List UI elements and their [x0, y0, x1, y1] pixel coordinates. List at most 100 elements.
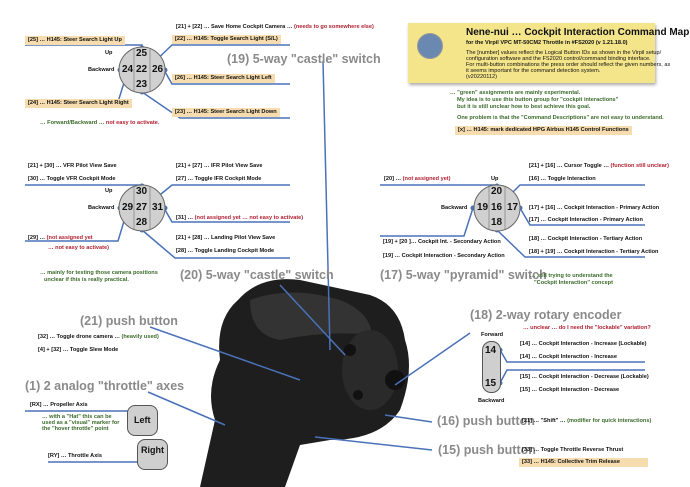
section-title: (18) 2-way rotary encoder: [470, 308, 622, 322]
mapping: [18] … Cockpit Interaction - Tertiary Ac…: [529, 236, 643, 242]
axis-label: Left: [134, 415, 151, 425]
desc-line: it seems important for the command detec…: [466, 68, 601, 74]
mapping-text: [31] …: [176, 215, 194, 221]
mapping-note: (not assigned yet): [402, 176, 451, 182]
page-title: Nene-nui … Cockpit Interaction Command M…: [466, 27, 690, 38]
mapping: [15] … Cockpit Interaction - Decrease: [520, 387, 620, 393]
button-number: 14: [485, 345, 497, 356]
mapping: [27] … Toggle IFR Cockpit Mode: [176, 176, 262, 182]
direction-label: Backward: [88, 67, 115, 73]
mapping-note: … not easy to activate): [48, 245, 109, 251]
note: … Forward/Backward … not easy to activat…: [40, 120, 159, 127]
mapping-note: (not assigned yet: [46, 235, 93, 241]
desc-line: For multi-button combinations the press …: [466, 62, 671, 68]
button-number: 26: [152, 64, 164, 75]
button-number: 19: [477, 202, 489, 213]
mapping-note: (modifier for quick interactions): [567, 418, 652, 424]
note: … "green" assignments are mainly experim…: [450, 90, 581, 96]
button-number: 22: [136, 64, 148, 75]
note-warning: not easy to activate.: [105, 120, 160, 126]
desc-line: configuration software and the FS2020 co…: [466, 56, 651, 62]
direction-label: Up: [491, 176, 499, 182]
right-axis-lever: Right: [137, 439, 168, 470]
mapping-note: (function still unclear): [610, 163, 669, 169]
button-number: 17: [507, 202, 519, 213]
mapping: [22] … H145: Toggle Search Light (S/L): [172, 35, 281, 44]
mapping: [14] … Cockpit Interaction - Increase (L…: [520, 341, 647, 347]
direction-label: Forward: [481, 332, 504, 338]
note: … with a "Hat" this can be: [42, 414, 112, 420]
info-panel: Nene-nui … Cockpit Interaction Command M…: [408, 23, 690, 83]
mapping-text: [20] …: [384, 176, 402, 182]
mapping: [16] … Toggle Interaction: [529, 176, 596, 182]
section-title: (20) 5-way "castle" switch: [180, 268, 334, 282]
throttle-controller-image: [200, 279, 409, 487]
mapping: [RY] … Throttle Axis: [48, 453, 102, 459]
mapping-text: [32] … Toggle drone camera …: [38, 334, 120, 340]
mapping: [24] … H145: Steer Search Light Right: [25, 99, 132, 108]
note: "Cockpit Interaction" concept: [534, 280, 613, 286]
mapping-text: [29] …: [28, 235, 46, 241]
button-number: 24: [122, 64, 134, 75]
desc-line: The [number] values reflect the Logical …: [466, 50, 662, 56]
mapping-text: [21] + [16] … Cursor Toggle …: [529, 163, 609, 169]
mapping: [21] + [30] … VFR Pilot View Save: [28, 163, 117, 169]
mapping: [29] … (not assigned yet: [28, 235, 93, 242]
note: … mainly for testing those camera positi…: [40, 270, 158, 276]
button-number: 29: [122, 202, 134, 213]
mapping: [26] … H145: Steer Search Light Left: [172, 74, 275, 83]
button-number: 31: [152, 202, 164, 213]
section-title: (21) push button: [80, 314, 178, 328]
mapping: [28] … Toggle Landing Cockpit Mode: [176, 248, 275, 254]
mapping: [21] + [28] … Landing Pilot View Save: [176, 235, 276, 241]
mapping: [19] + [20 ]… Cockpit Int. - Secondary A…: [383, 239, 501, 245]
button-number: 16: [491, 202, 503, 213]
mapping: [17] + [16] … Cockpit Interaction - Prim…: [529, 205, 660, 211]
mapping-note: (not assigned yet … not easy to activate…: [194, 215, 304, 221]
mapping: [21] + [22] … Save Home Cockpit Camera ……: [176, 24, 374, 31]
direction-label: Backward: [478, 398, 505, 404]
mapping-note: (needs to go somewhere else): [294, 24, 374, 30]
section-title: (17) 5-way "pyramid" switch: [380, 268, 547, 282]
button-number: 23: [136, 79, 148, 90]
section-title: (19) 5-way "castle" switch: [227, 52, 381, 66]
mapping: [31] … (not assigned yet … not easy to a…: [176, 215, 303, 222]
left-axis-lever: Left: [127, 405, 158, 436]
button-number: 18: [491, 217, 503, 228]
mapping: [33] … H145: Collective Trim Release: [519, 458, 648, 467]
button-number: 27: [136, 202, 148, 213]
section-title: (1) 2 analog "throttle" axes: [25, 379, 185, 393]
note-warning: … unclear … do I need the "lockable" var…: [523, 325, 651, 331]
button-number: 30: [136, 186, 148, 197]
section-title: (16) push button: [437, 414, 535, 428]
mapping: [RX] … Propeller Axis: [30, 402, 88, 408]
direction-label: Backward: [441, 205, 468, 211]
mapping: [33] … Toggle Throttle Reverse Thrust: [522, 447, 624, 453]
avatar: [417, 33, 443, 59]
mapping: [21] … "Shift" … (modifier for quick int…: [522, 418, 651, 425]
mapping: [17] … Cockpit Interaction - Primary Act…: [529, 217, 643, 223]
direction-label: Backward: [88, 205, 115, 211]
mapping: [4] + [32] … Toggle Slew Mode: [38, 347, 119, 353]
version: (v20220112): [466, 74, 497, 80]
mapping: [21] + [16] … Cursor Toggle … (function …: [529, 163, 669, 170]
button-number: 20: [491, 186, 503, 197]
mapping-text: [21] + [22] … Save Home Cockpit Camera …: [176, 24, 293, 30]
direction-label: Up: [105, 188, 113, 194]
mapping: [14] … Cockpit Interaction - Increase: [520, 354, 617, 360]
section-title: (15) push button: [438, 443, 536, 457]
button-number: 28: [136, 217, 148, 228]
note: but it is still unclear how to best achi…: [457, 104, 591, 110]
note: My idea is to use this button group for …: [457, 97, 619, 103]
mapping: [15] … Cockpit Interaction - Decrease (L…: [520, 374, 649, 380]
note: One problem is that the "Command Descrip…: [457, 115, 664, 121]
rotary-encoder: [482, 341, 501, 393]
mapping: [21] + [27] … IFR Pilot View Save: [176, 163, 263, 169]
mapping: [20] … (not assigned yet): [384, 176, 451, 183]
button-number: 25: [136, 48, 148, 59]
button-number: 15: [485, 378, 497, 389]
mapping: [25] … H145: Steer Search Light Up: [25, 36, 125, 45]
subtitle: for the Virpil VPC MT-50CM2 Throttle in …: [466, 40, 628, 46]
mapping-text: [21] … "Shift" …: [522, 418, 566, 424]
